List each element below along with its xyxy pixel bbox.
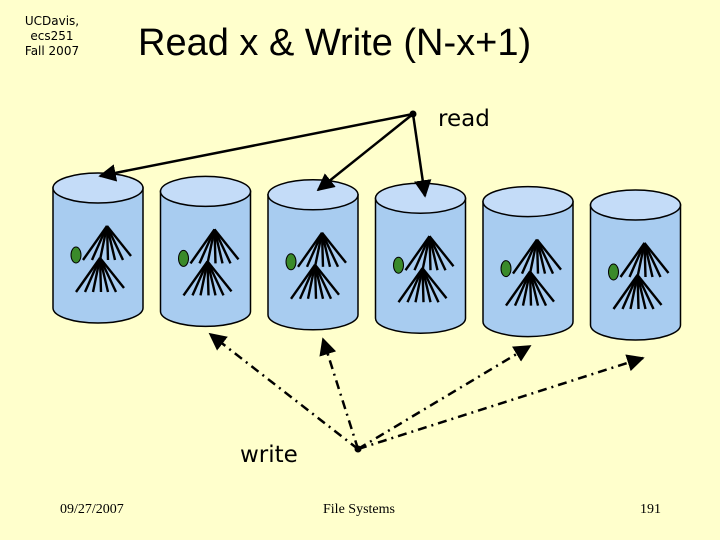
write-arrows [208, 332, 645, 451]
disk-body [482, 200, 574, 338]
disk-top [267, 179, 359, 211]
green-node [608, 263, 619, 281]
read-arrow-2 [316, 113, 414, 192]
tree-icon-upper [297, 232, 347, 268]
tree-icon-lower [505, 270, 555, 307]
tree-icon-lower [290, 264, 340, 300]
footer-topic: File Systems [323, 502, 395, 517]
green-node [70, 246, 82, 264]
disk-top [52, 172, 144, 204]
green-node [393, 256, 404, 274]
green-node [285, 253, 297, 271]
tree-icon-lower [612, 274, 663, 310]
disk-body [374, 197, 467, 334]
green-node [500, 260, 512, 278]
read-arrow-3 [411, 113, 432, 198]
write-label: write [240, 442, 298, 468]
read-origin-dot [409, 110, 417, 118]
disk-top [374, 182, 467, 214]
course-header: UCDavis, ecs251 Fall 2007 [24, 14, 80, 58]
disk-4 [374, 182, 467, 334]
disk-body [267, 194, 359, 331]
disk-5 [482, 185, 574, 338]
disk-top [159, 175, 252, 208]
tree-icon-lower [397, 267, 448, 303]
read-arrows [98, 110, 432, 198]
tree-icon-lower [75, 257, 125, 293]
page-number: 191 [640, 502, 661, 517]
disk-body [52, 187, 144, 324]
read-label: read [438, 106, 490, 132]
disk-body [589, 204, 682, 341]
write-arrow-2 [319, 337, 360, 450]
write-arrow-1 [208, 332, 359, 450]
green-node [178, 249, 189, 267]
tree-icon-upper [404, 235, 455, 271]
disk-group [52, 172, 682, 341]
write-arrow-4 [357, 354, 645, 451]
disk-1 [52, 172, 144, 324]
disk-6 [589, 189, 682, 341]
read-arrow-1 [98, 112, 414, 182]
write-origin-dot [354, 445, 362, 453]
disk-body [159, 190, 252, 328]
disk-2 [159, 175, 252, 328]
disk-3 [267, 179, 359, 331]
disk-top [482, 185, 574, 218]
tree-icon-upper [619, 242, 670, 278]
tree-icon-lower [182, 260, 233, 297]
tree-icon-upper [82, 225, 132, 261]
footer-date: 09/27/2007 [60, 502, 124, 517]
write-arrow-3 [357, 344, 532, 451]
tree-icon-upper [512, 238, 562, 275]
disk-top [589, 189, 682, 221]
tree-icon-upper [189, 228, 240, 265]
slide-title: Read x & Write (N-x+1) [138, 22, 532, 64]
